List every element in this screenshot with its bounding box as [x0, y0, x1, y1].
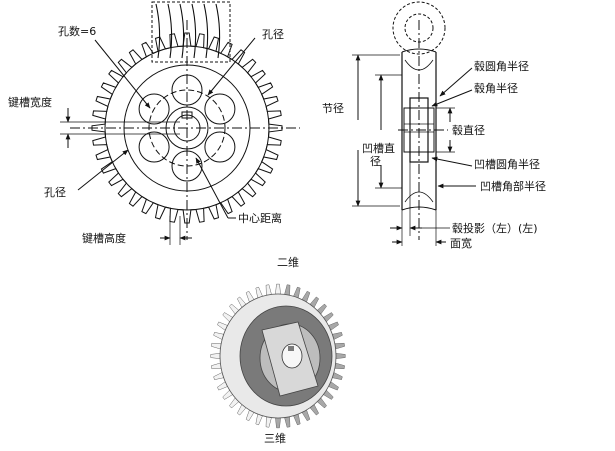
gear-tooth-3d — [275, 417, 281, 429]
gear-3d-view — [210, 283, 346, 429]
label-hub-corner-radius: 毂角半径 — [474, 81, 518, 95]
label-groove-corner-radius: 凹槽角部半径 — [480, 179, 546, 193]
gear-tooth-3d — [284, 284, 291, 296]
label-hole-diameter-top: 孔径 — [262, 28, 284, 41]
label-hole-count: 孔数=6 — [58, 25, 96, 38]
label-face-width: 面宽 — [450, 236, 472, 250]
gear-tooth-3d — [265, 416, 272, 428]
gear-tooth-3d — [334, 362, 345, 370]
worm-thread — [191, 3, 197, 59]
label-groove-fillet-radius: 凹槽圆角半径 — [474, 157, 540, 171]
caption-2d: 二维 — [277, 256, 299, 269]
label-hub-fillet-radius: 毂圆角半径 — [474, 59, 529, 73]
label-hub-diameter: 毂直径 — [452, 123, 485, 137]
label-hole-diameter-left: 孔径 — [44, 186, 66, 199]
label-keyway-width: 键槽宽度 — [8, 95, 52, 109]
hole — [138, 131, 170, 163]
gear-tooth-3d — [284, 416, 291, 428]
gear-tooth-3d — [265, 284, 272, 296]
label-center-distance: 中心距离 — [238, 211, 282, 225]
label-hub-projection: 毂投影（左）(左) — [452, 221, 538, 235]
worm-thread — [215, 3, 221, 59]
worm-thread — [203, 3, 209, 59]
gear-tooth-3d — [210, 353, 221, 359]
side-view — [352, 1, 476, 246]
label-groove-diameter: 凹槽直径 — [362, 141, 395, 168]
hole — [138, 93, 170, 125]
worm-section — [392, 1, 446, 55]
front-view — [60, 1, 300, 245]
hole — [204, 93, 236, 125]
gear-tooth-3d — [275, 283, 281, 295]
worm-thread — [167, 3, 173, 59]
label-pitch-diameter: 节径 — [322, 102, 344, 115]
worm-shaft — [151, 1, 231, 63]
gear-tooth-3d — [334, 342, 345, 350]
worm-thread — [179, 3, 185, 59]
hole — [204, 131, 236, 163]
worm-thread — [155, 3, 161, 59]
gear-tooth-3d — [211, 362, 222, 370]
gear-tooth-3d — [211, 342, 222, 350]
label-keyway-height: 键槽高度 — [82, 231, 126, 245]
gear-tooth-3d — [335, 353, 346, 359]
caption-3d: 三维 — [264, 432, 286, 445]
